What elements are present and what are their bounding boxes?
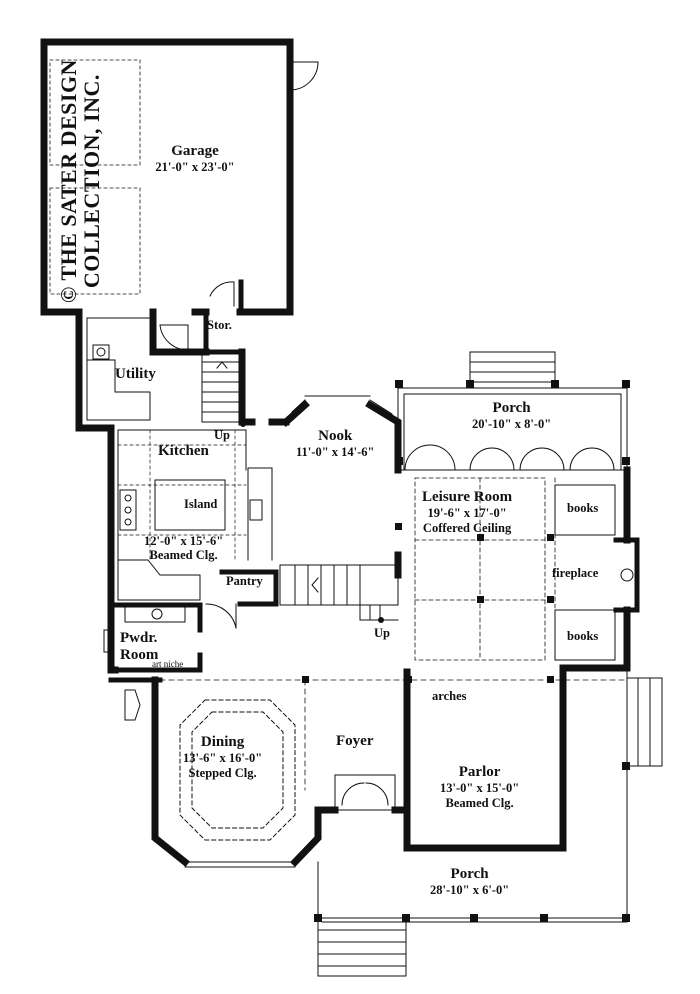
- rear-porch-doors: [397, 444, 628, 471]
- dining-name: Dining: [200, 734, 245, 750]
- dining-dim: 13'-6" x 16'-0": [183, 751, 263, 766]
- books-bottom-label: books: [567, 629, 599, 643]
- utility-door: [159, 324, 189, 351]
- parlor-dim: 13'-0" x 15'-0": [440, 781, 520, 796]
- garage-dashed-outlines: [49, 59, 141, 295]
- copyright-watermark: © THE SATER DESIGN COLLECTION, INC.: [55, 31, 104, 331]
- powder-label: Pwdr. Room: [120, 630, 158, 665]
- utility-counter: [86, 317, 151, 421]
- garage-name: Garage: [171, 143, 219, 159]
- front-porch-name: Porch: [450, 866, 489, 882]
- storage-label: Stor.: [207, 318, 232, 332]
- kitchen-up-label: Up: [214, 428, 230, 442]
- utility-name: Utility: [115, 366, 156, 382]
- parlor-name: Parlor: [458, 764, 501, 780]
- island-label: Island: [184, 497, 218, 511]
- foyer-entry-doors: [334, 774, 396, 811]
- garage-windows: [127, 38, 294, 211]
- dining-bay-windows: [184, 861, 296, 868]
- pantry-walls: [219, 569, 279, 607]
- fireplace-hearth: [620, 568, 634, 582]
- arches-line: [114, 679, 628, 791]
- garage-side-door: [289, 61, 319, 91]
- kitchen-note: Beamed Clg.: [149, 548, 218, 563]
- dining-note: Stepped Clg.: [188, 765, 257, 780]
- watermark-line-1: © THE SATER DESIGN: [55, 59, 81, 304]
- storage-door: [209, 281, 235, 307]
- powder-name-2: Room: [120, 647, 159, 664]
- rear-porch-name: Porch: [492, 400, 531, 416]
- fireplace: [613, 537, 640, 613]
- leisure-note: Coffered Ceiling: [422, 520, 512, 535]
- porch-columns: [240, 380, 630, 922]
- powder-fixtures: [103, 605, 186, 721]
- parlor-window: [439, 709, 567, 849]
- foyer-label: Foyer: [336, 733, 373, 750]
- pantry-label: Pantry: [226, 574, 263, 588]
- kitchen-counters: [117, 429, 273, 601]
- dining-stepped-ceiling: [179, 699, 296, 841]
- garage-dim: 21'-0" x 23'-0": [155, 160, 235, 175]
- kitchen-name: Kitchen: [158, 443, 209, 459]
- watermark-line-2: COLLECTION, INC.: [79, 74, 104, 289]
- leisure-dim: 19'-6" x 17'-0": [427, 506, 507, 521]
- storage-walls: [203, 279, 244, 355]
- parlor-note: Beamed Clg.: [445, 795, 514, 810]
- leisure-label: Leisure Room 19'-6" x 17'-0" Coffered Ce…: [422, 489, 512, 535]
- kitchen-dims: 12'-0" x 15'-6" Beamed Clg.: [144, 534, 223, 563]
- nook-name: Nook: [318, 428, 353, 444]
- fireplace-label: fireplace: [552, 566, 599, 580]
- front-porch-label: Porch 28'-10" x 6'-0": [430, 866, 509, 898]
- utility-label: Utility: [115, 366, 156, 383]
- dining-label: Dining 13'-6" x 16'-0" Stepped Clg.: [183, 734, 262, 780]
- garage-label: Garage 21'-0" x 23'-0": [150, 143, 240, 175]
- stair-up-label: Up: [374, 626, 390, 640]
- nook-bay-windows: [291, 395, 393, 415]
- main-stair: [279, 564, 399, 621]
- rear-porch-label: Porch 20'-10" x 8'-0": [472, 400, 551, 432]
- nook-label: Nook 11'-0" x 14'-6": [296, 428, 374, 460]
- books-top-label: books: [567, 501, 599, 515]
- kitchen-beams: [117, 429, 247, 561]
- leisure-built-ins: [554, 484, 616, 661]
- front-porch-dim: 28'-10" x 6'-0": [430, 883, 510, 898]
- foyer-name: Foyer: [336, 733, 374, 749]
- main-exterior-walls: [107, 348, 631, 867]
- pantry-door: [205, 603, 237, 629]
- rear-porch-dim: 20'-10" x 8'-0": [472, 417, 552, 432]
- rear-porch-outline: [397, 351, 628, 471]
- leisure-name: Leisure Room: [422, 489, 513, 505]
- art-niche-label: art niche: [152, 659, 184, 669]
- service-stair: [201, 351, 243, 423]
- kitchen-label: Kitchen: [158, 443, 209, 460]
- arches-label: arches: [432, 689, 467, 703]
- nook-dim: 11'-0" x 14'-6": [296, 445, 375, 460]
- front-porch-outline: [317, 667, 663, 977]
- utility-walls: [75, 308, 210, 432]
- parlor-label: Parlor 13'-0" x 15'-0" Beamed Clg.: [440, 764, 519, 810]
- powder-name: Pwdr.: [120, 630, 158, 646]
- kitchen-dim: 12'-0" x 15'-6": [144, 534, 224, 548]
